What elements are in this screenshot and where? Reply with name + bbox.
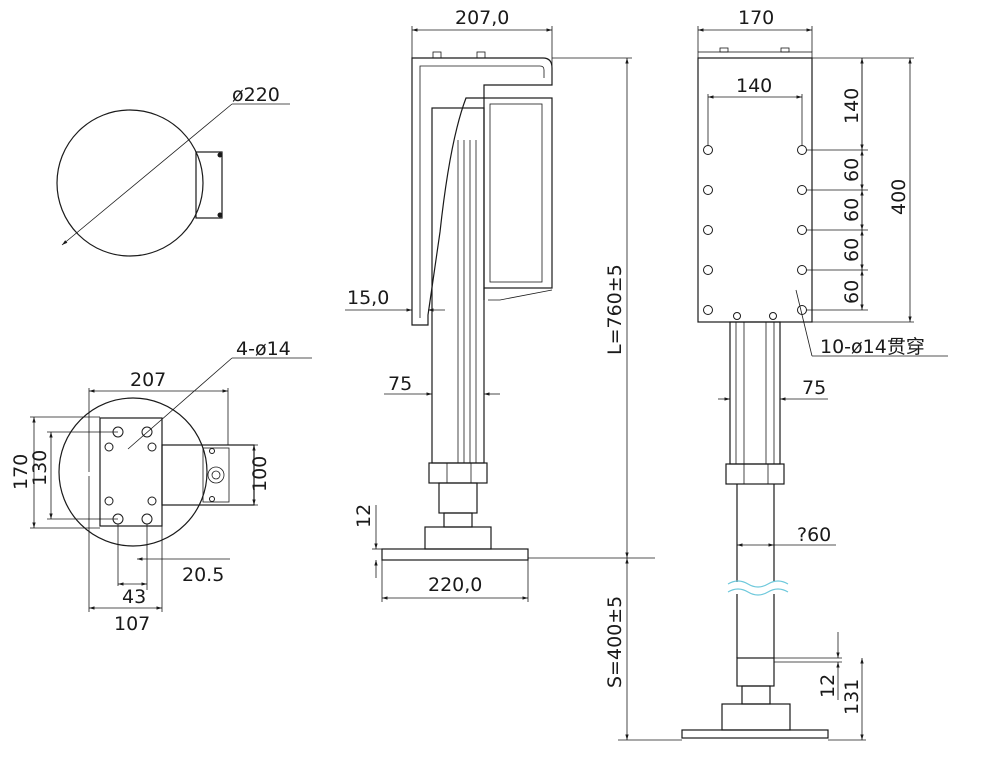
dim-L-label: L=760±5 [604, 264, 626, 355]
dim-60-2-label: 60 [841, 198, 863, 222]
small-hole [733, 312, 741, 320]
top-tab [780, 47, 790, 53]
inner-tube-lower [736, 594, 775, 658]
collar [428, 462, 488, 484]
dim-12-label: 12 [817, 674, 839, 698]
tube-end [736, 657, 775, 687]
inner-tube [438, 482, 478, 514]
dim-15-label: 15,0 [347, 287, 389, 309]
dim-130-label: 130 [29, 450, 51, 486]
dim-12-label: 12 [353, 504, 375, 528]
holes-leader [127, 357, 233, 450]
inner-tube-upper [736, 484, 775, 582]
motor-face [489, 103, 543, 283]
collar [725, 463, 785, 485]
dim-60-4-label: 60 [841, 280, 863, 304]
connector-screw [209, 448, 215, 454]
base-view: 207 4-ø14 170 130 100 20.5 43 107 [10, 338, 312, 635]
mount-plate [99, 417, 163, 527]
dim-170-label: 170 [738, 7, 774, 29]
dim-207-0-label: 207,0 [455, 7, 509, 29]
dim-20-5-label: 20.5 [182, 564, 224, 586]
mount-screw [104, 442, 114, 452]
bracket-inner [419, 65, 545, 318]
top-view: ø220 [56, 84, 290, 257]
holes-label: 10-ø14贯穿 [820, 336, 925, 358]
foot-hub [721, 703, 791, 731]
bracket-point [217, 212, 223, 218]
dim-43-label: 43 [122, 586, 146, 608]
mount-tab [432, 51, 442, 59]
bracket-point [217, 152, 223, 158]
mount-screw [104, 496, 114, 506]
front-view: 170 140 140 60 60 60 60 400 10-ø14贯穿 [604, 7, 948, 741]
top-tab [719, 47, 729, 53]
mount-screw [147, 496, 157, 506]
connector-screw [209, 496, 215, 502]
motor-chamfer [488, 289, 553, 301]
dim-60-1-label: 60 [841, 158, 863, 182]
mount-hole [141, 513, 153, 525]
mounting-plate [697, 57, 813, 323]
diameter-line [61, 103, 233, 246]
foot-neck [741, 685, 771, 705]
holes-label: 4-ø14 [236, 338, 291, 360]
dim-131-label: 131 [841, 679, 863, 715]
dim-75-label: 75 [388, 373, 412, 395]
side-view: 207,0 15,0 75 12 220,0 L=760±5 [345, 7, 655, 602]
dim-107-label: 107 [114, 613, 150, 635]
mount-tab [476, 51, 486, 59]
foot-hub [424, 526, 492, 550]
mount-bracket [195, 151, 223, 219]
plate-hole [703, 185, 713, 195]
dim-207-label: 207 [130, 369, 166, 391]
plate-hole [797, 265, 807, 275]
dim-400-label: 400 [888, 179, 910, 215]
mount-screw [147, 442, 157, 452]
small-hole [769, 312, 777, 320]
break-wave [727, 588, 789, 596]
holes-leader [795, 289, 813, 357]
column-outer [729, 321, 781, 465]
base-plate-outline [56, 109, 204, 257]
connector-port [207, 466, 225, 484]
dim-100-label: 100 [249, 456, 271, 492]
dim-S-label: S=400±5 [604, 596, 626, 688]
plate-hole [703, 305, 713, 315]
foot-plate [381, 548, 529, 561]
diameter-label: ø220 [232, 84, 280, 106]
break-wave [727, 580, 789, 588]
base-circle [58, 397, 208, 547]
plate-hole [703, 225, 713, 235]
top-rail [697, 51, 813, 59]
plate-hole [703, 265, 713, 275]
bracket-profile [411, 57, 553, 326]
foot-plate [681, 729, 829, 739]
plate-hole [797, 145, 807, 155]
dim-140-h-label: 140 [736, 75, 772, 97]
dim-220-0-label: 220,0 [428, 574, 482, 596]
dim-60-3-label: 60 [841, 238, 863, 262]
connector-body [202, 447, 230, 503]
foot-neck [443, 512, 473, 528]
connector-pin [211, 470, 221, 480]
plate-hole [797, 225, 807, 235]
dim-140-v-label: 140 [841, 88, 863, 124]
plate-hole [703, 145, 713, 155]
dim-75-label: 75 [802, 377, 826, 399]
dim-tube-label: ?60 [797, 524, 831, 546]
plate-hole [797, 185, 807, 195]
dim-170-label: 170 [10, 454, 32, 490]
